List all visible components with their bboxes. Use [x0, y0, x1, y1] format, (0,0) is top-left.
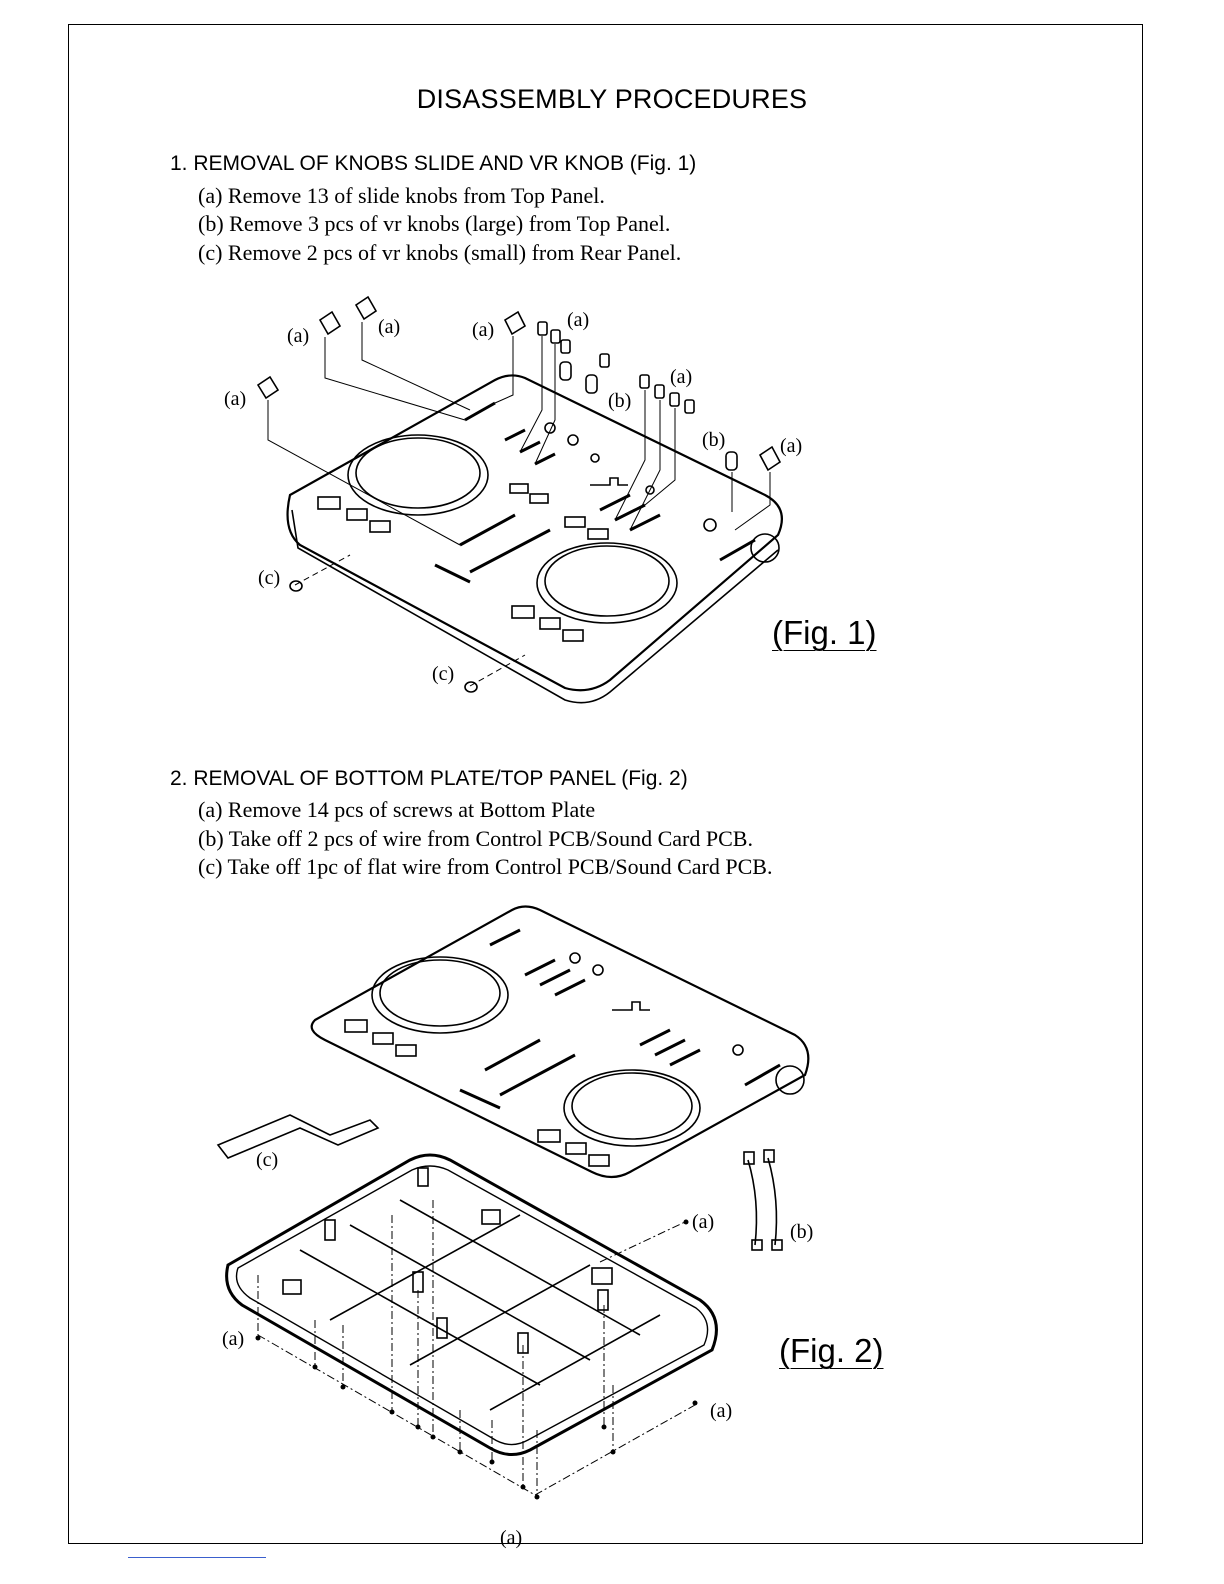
fig1-callout-a-6: (a): [670, 366, 692, 388]
fig2-callout-a-4: (a): [500, 1527, 522, 1549]
figure-2-label: (Fig. 2): [779, 1332, 884, 1369]
fig1-callout-a-5: (a): [567, 309, 589, 331]
section-1-heading: 1. REMOVAL OF KNOBS SLIDE AND VR KNOB (F…: [170, 152, 697, 175]
fig2-callout-c: (c): [256, 1149, 278, 1171]
fig1-callout-c-2: (c): [432, 663, 454, 685]
fig1-callout-a-4: (a): [472, 319, 494, 341]
fig2-callout-a-2: (a): [222, 1328, 244, 1350]
fig2-callout-a-3: (a): [710, 1400, 732, 1422]
fig1-callout-a-2: (a): [287, 325, 309, 347]
fig1-callout-c-1: (c): [258, 567, 280, 589]
fig1-callout-a-1: (a): [224, 388, 246, 410]
footer-link-underline: [128, 1557, 266, 1558]
fig1-callout-a-3: (a): [378, 316, 400, 338]
section-2-step-c: (c) Take off 1pc of flat wire from Contr…: [198, 854, 773, 879]
fig1-callout-a-7: (a): [780, 435, 802, 457]
fig1-callout-b-1: (b): [608, 390, 631, 412]
section-2-step-b: (b) Take off 2 pcs of wire from Control …: [198, 826, 753, 851]
section-2-heading: 2. REMOVAL OF BOTTOM PLATE/TOP PANEL (Fi…: [170, 767, 688, 790]
section-1-step-c: (c) Remove 2 pcs of vr knobs (small) fro…: [198, 240, 682, 265]
page-title: DISASSEMBLY PROCEDURES: [416, 84, 808, 114]
section-1-step-b: (b) Remove 3 pcs of vr knobs (large) fro…: [198, 211, 671, 236]
section-1-step-a: (a) Remove 13 of slide knobs from Top Pa…: [198, 183, 605, 208]
section-2-step-a: (a) Remove 14 pcs of screws at Bottom Pl…: [198, 797, 596, 822]
figure-1-label: (Fig. 1): [772, 614, 877, 651]
page-border: [68, 24, 1143, 1544]
fig2-callout-b: (b): [790, 1221, 813, 1243]
fig1-callout-b-2: (b): [702, 429, 725, 451]
fig2-callout-a-1: (a): [692, 1211, 714, 1233]
